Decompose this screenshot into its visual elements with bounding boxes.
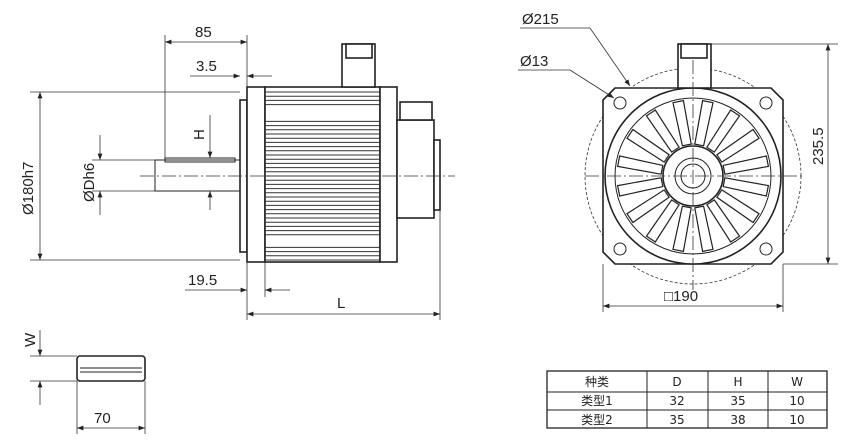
mount-hole [759, 242, 773, 256]
rib [672, 99, 692, 147]
table-header: H [733, 375, 742, 389]
rear-flange [379, 86, 398, 263]
dim-19-5: 19.5 [188, 272, 217, 289]
motor-body [264, 86, 381, 263]
dim-shaft-diameter: ØDh6 [81, 163, 98, 202]
dim-3-5: 3.5 [196, 58, 217, 75]
spec-table: 种类 D H W 类型1 32 35 10 类型2 35 38 10 [546, 370, 828, 429]
table-cell: 类型1 [581, 394, 613, 408]
dim-key-height: H [191, 129, 208, 140]
rib [626, 189, 670, 224]
rib [722, 177, 770, 197]
radial-ribs [616, 99, 770, 253]
rib [672, 205, 692, 253]
table-header: 种类 [585, 375, 609, 389]
power-connector-cap [345, 43, 373, 59]
dim-square: □190 [664, 288, 698, 305]
rib [706, 199, 741, 243]
rib [694, 205, 714, 253]
encoder-housing [396, 119, 435, 219]
side-view: 85 3.5 Ø180h7 ØDh6 H 19.5 L [20, 24, 455, 320]
dim-85: 85 [195, 24, 212, 41]
rib [716, 128, 760, 163]
front-flange [246, 86, 266, 263]
mount-hole [759, 96, 773, 110]
rib [616, 177, 664, 197]
table-cell: 35 [730, 394, 745, 408]
rib [716, 189, 760, 224]
dim-bolt-circle: Ø215 [522, 11, 559, 28]
table-cell: 10 [789, 413, 804, 427]
dim-length-L: L [337, 295, 345, 312]
rib [616, 155, 664, 175]
cooling-fins [265, 91, 380, 261]
encoder-cover [433, 139, 441, 211]
rib [706, 109, 741, 153]
rib [722, 155, 770, 175]
table-header: W [791, 375, 803, 389]
shaft-key [164, 157, 236, 163]
encoder-connector [399, 101, 433, 121]
dim-key-width: W [22, 332, 39, 347]
mount-hole [613, 96, 627, 110]
shaft [154, 159, 246, 192]
dim-key-length: 70 [94, 410, 111, 427]
table-cell: 10 [789, 394, 804, 408]
mount-hole [613, 242, 627, 256]
table-cell: 38 [730, 413, 745, 427]
front-connector-cap [680, 43, 708, 59]
rib [645, 109, 680, 153]
front-view: Ø215 Ø13 235.5 □190 [518, 11, 838, 312]
table-header: D [672, 375, 681, 389]
dim-pilot-diameter: Ø180h7 [20, 162, 37, 215]
dim-hole: Ø13 [520, 53, 548, 70]
rib [626, 128, 670, 163]
dim-height: 235.5 [810, 127, 827, 165]
table-cell: 32 [669, 394, 684, 408]
rib [694, 99, 714, 147]
table-cell: 35 [669, 413, 684, 427]
key-view: W 70 [22, 330, 146, 434]
rib [645, 199, 680, 243]
table-cell: 类型2 [581, 413, 613, 427]
